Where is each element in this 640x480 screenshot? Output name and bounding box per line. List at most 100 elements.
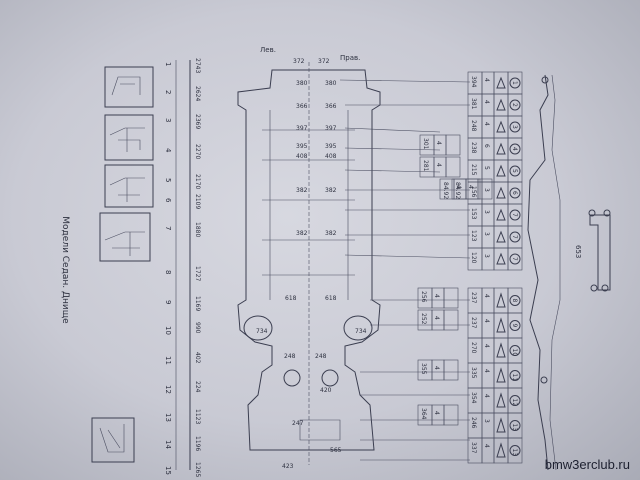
lower-row-number: 11 bbox=[511, 374, 518, 382]
upper-row-cell-sym bbox=[493, 71, 509, 95]
lower-row-cell-num bbox=[507, 437, 523, 464]
upper-row-cell-sym bbox=[493, 115, 509, 139]
rail-width-right: 408 bbox=[325, 153, 337, 160]
aux-lower-value: 256 bbox=[420, 291, 427, 303]
upper-row-cell-sym bbox=[493, 203, 509, 227]
rail-width-right: 397 bbox=[325, 125, 337, 132]
upper-row-cell-b bbox=[481, 159, 495, 183]
lower-row-value: 246 bbox=[470, 417, 477, 429]
upper-row-cell-sym bbox=[493, 225, 509, 249]
upper-row-symbol bbox=[496, 142, 506, 155]
label-left-side: Лев. bbox=[260, 46, 276, 54]
lower-row-cell-sym bbox=[493, 412, 509, 439]
aux-upper-cell-b bbox=[433, 156, 447, 178]
upper-row-cell-b bbox=[481, 137, 495, 161]
row-number: 7 bbox=[164, 226, 172, 230]
aux-upper-count: 4 bbox=[467, 185, 474, 189]
rear-width: 618 bbox=[285, 295, 297, 302]
lower-row-number-circle bbox=[509, 370, 521, 381]
aux-lower-cell-b bbox=[431, 404, 445, 426]
upper-row-count: 5 bbox=[483, 166, 490, 170]
lower-row-cell-sym bbox=[493, 387, 509, 414]
lower-row-count: 3 bbox=[483, 419, 490, 423]
cumulative-dimension: 990 bbox=[194, 322, 201, 334]
lower-row-symbol bbox=[496, 417, 506, 433]
row-number: 11 bbox=[164, 356, 172, 365]
lower-row-number: 12 bbox=[511, 399, 518, 407]
rail-width-left: 366 bbox=[296, 103, 308, 110]
aux-upper-value: 84.92 bbox=[442, 182, 449, 199]
detail-inset-4 bbox=[99, 212, 151, 262]
rear-width: 420 bbox=[320, 387, 332, 394]
rail-width-left: 408 bbox=[296, 153, 308, 160]
upper-row-count: 4 bbox=[483, 122, 490, 126]
bracket-detail: 653 bbox=[574, 209, 611, 292]
aux-lower-cell-sym bbox=[443, 404, 459, 426]
rail-width-left: 395 bbox=[296, 143, 308, 150]
upper-row-number-circle bbox=[509, 253, 521, 265]
row-number: 4 bbox=[164, 148, 172, 153]
detail-inset-3 bbox=[104, 164, 154, 208]
lower-row-cell-b bbox=[481, 337, 495, 364]
cumulative-dimension: 1196 bbox=[194, 436, 201, 451]
row-number: 14 bbox=[164, 440, 172, 449]
upper-row-value: 215 bbox=[470, 164, 477, 176]
top-width-right: 372 bbox=[318, 58, 330, 65]
upper-row-symbol bbox=[496, 164, 506, 177]
cumulative-dimension: 2109 bbox=[194, 194, 201, 209]
upper-row-cell-sym bbox=[493, 159, 509, 183]
aux-upper-value: 84.92 bbox=[454, 182, 461, 199]
cumulative-dimensions: 2743262423692270217021091880172711699904… bbox=[194, 58, 201, 477]
row-number: 12 bbox=[164, 385, 172, 394]
upper-row-count: 3 bbox=[483, 188, 490, 192]
lower-row-number: 8 bbox=[511, 299, 518, 303]
cumulative-dimension: 2743 bbox=[194, 58, 201, 73]
upper-row-count: 4 bbox=[483, 100, 490, 104]
lower-row-symbol bbox=[496, 442, 506, 458]
lower-row-value: 237 bbox=[470, 317, 477, 329]
upper-row-number: 1 bbox=[511, 81, 518, 85]
upper-row-value: 156 bbox=[470, 186, 477, 198]
upper-row-cell-sym bbox=[493, 137, 509, 161]
cumulative-dimension: 2270 bbox=[194, 144, 201, 159]
cumulative-dimension: 1727 bbox=[194, 266, 201, 281]
underbody-outline bbox=[237, 62, 381, 465]
cumulative-dimension: 224 bbox=[194, 381, 201, 393]
leader-lines bbox=[339, 79, 471, 461]
aux-lower-cell-sym bbox=[443, 309, 459, 331]
upper-row-value: 153 bbox=[470, 208, 477, 220]
upper-row-number-circle bbox=[509, 165, 521, 177]
aux-upper-cell-sym bbox=[477, 178, 493, 200]
lower-row-number-circle bbox=[509, 320, 521, 331]
lower-row-symbol bbox=[496, 317, 506, 333]
upper-row-cell-b bbox=[481, 225, 495, 249]
upper-row-symbol bbox=[496, 252, 506, 265]
cumulative-dimension: 1265 bbox=[194, 462, 201, 477]
aux-upper-value: 281 bbox=[422, 160, 429, 172]
rail-width-right: 382 bbox=[325, 230, 337, 237]
upper-row-symbol bbox=[496, 76, 506, 89]
lower-row-number-circle bbox=[509, 345, 521, 356]
lower-row-cell-sym bbox=[493, 312, 509, 339]
lower-row-count: 4 bbox=[483, 444, 490, 448]
upper-row-value: 248 bbox=[470, 120, 477, 132]
cumulative-dimension: 2170 bbox=[194, 174, 201, 189]
upper-row-number-circle bbox=[509, 143, 521, 155]
cumulative-dimension: 2369 bbox=[194, 114, 201, 129]
upper-row-cell-sym bbox=[493, 247, 509, 271]
lower-row-number-circle bbox=[509, 445, 521, 456]
upper-row-value: 381 bbox=[470, 98, 477, 110]
watermark: bmw3erclub.ru bbox=[544, 457, 630, 472]
upper-row-cell-sym bbox=[493, 93, 509, 117]
upper-row-value: 238 bbox=[470, 142, 477, 154]
row-number: 13 bbox=[164, 413, 172, 422]
lower-row-cell-sym bbox=[493, 337, 509, 364]
rail-width-left: 397 bbox=[296, 125, 308, 132]
lower-row-cell-b bbox=[481, 362, 495, 389]
rear-width: 247 bbox=[292, 420, 304, 427]
detail-inset-1 bbox=[104, 66, 154, 108]
